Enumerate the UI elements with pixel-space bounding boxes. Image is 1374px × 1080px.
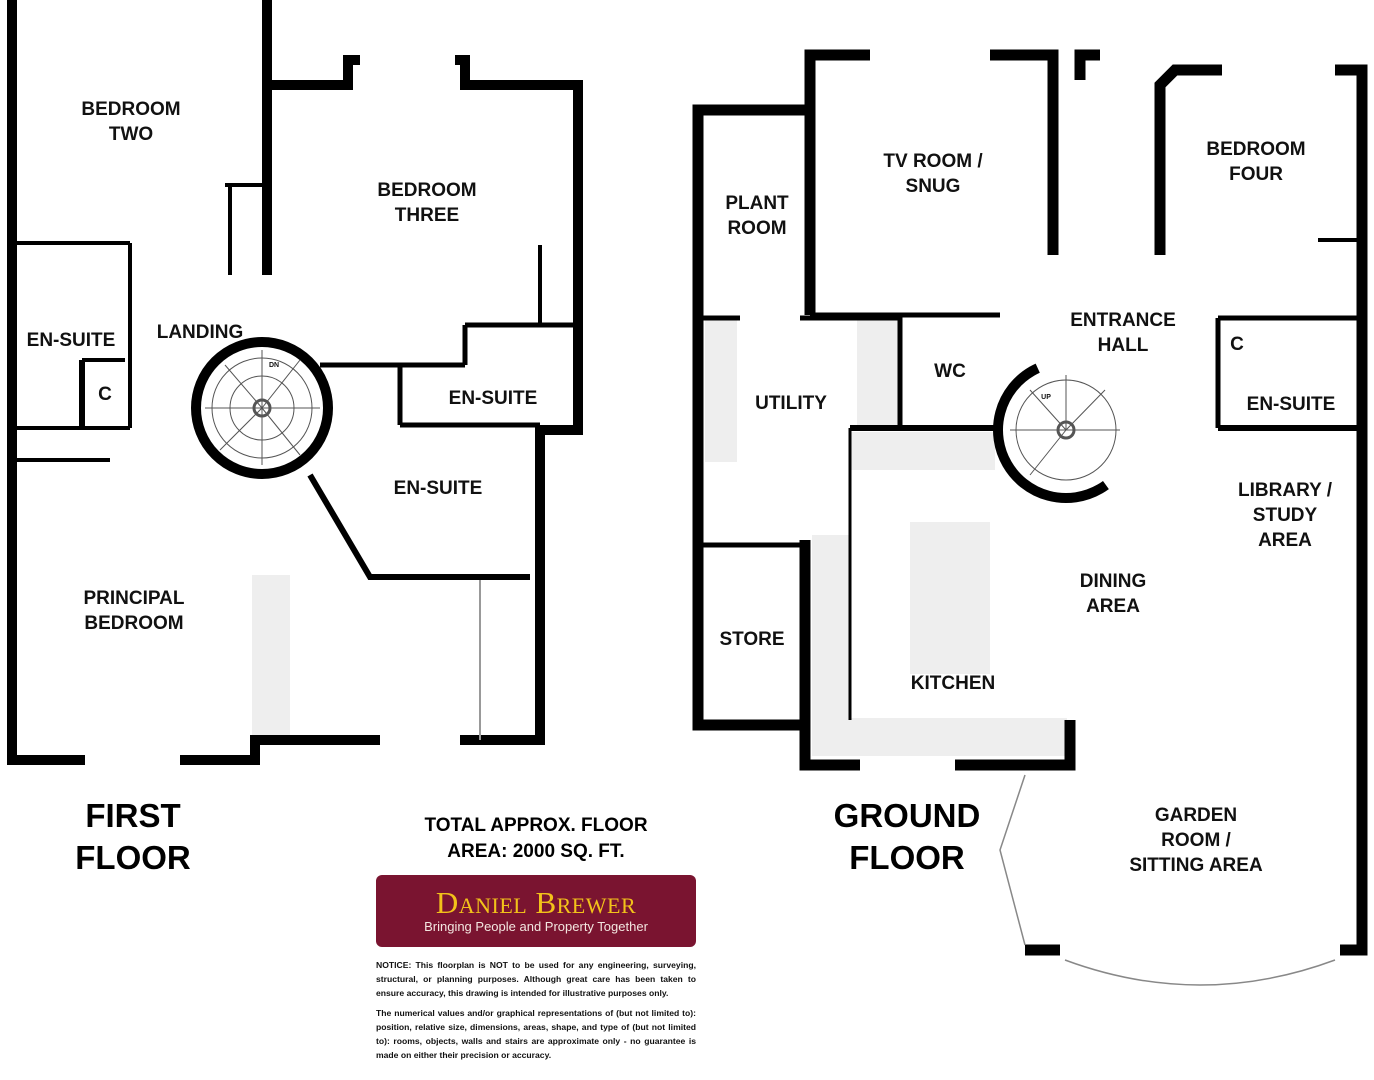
room-utility: UTILITY <box>755 393 827 414</box>
room-en-suite-center: EN-SUITE <box>393 478 483 499</box>
agent-logo: Daniel Brewer Bringing People and Proper… <box>376 875 696 947</box>
first-floor-walls <box>7 0 583 765</box>
first-floor-stair <box>205 350 320 465</box>
disclaimer-notice: NOTICE: This floorplan is NOT to be used… <box>376 958 696 1068</box>
fixtures <box>252 320 1067 756</box>
room-cupboard-ground: C <box>1230 334 1244 355</box>
room-store: STORE <box>719 629 785 650</box>
room-tv-room: TV ROOM /SNUG <box>883 151 983 197</box>
room-kitchen: KITCHEN <box>910 673 996 694</box>
stair-direction-label: DN <box>268 362 280 369</box>
garden-bay-window <box>999 774 1336 986</box>
room-landing: LANDING <box>156 322 244 343</box>
stair-direction-label-ground: UP <box>1041 394 1051 401</box>
ground-floor-stair <box>1010 375 1120 481</box>
room-cupboard: C <box>98 384 112 405</box>
notice-paragraph: The numerical values and/or graphical re… <box>376 1008 696 1060</box>
room-en-suite-left: EN-SUITE <box>26 330 116 351</box>
logo-name: Daniel Brewer <box>435 885 637 920</box>
room-en-suite-right: EN-SUITE <box>448 388 538 409</box>
notice-paragraph: NOTICE: This floorplan is NOT to be used… <box>376 960 696 998</box>
logo-tagline: Bringing People and Property Together <box>424 919 648 934</box>
room-en-suite-ground: EN-SUITE <box>1246 394 1336 415</box>
room-wc: WC <box>934 361 966 382</box>
ground-floor-walls <box>692 49 1368 956</box>
